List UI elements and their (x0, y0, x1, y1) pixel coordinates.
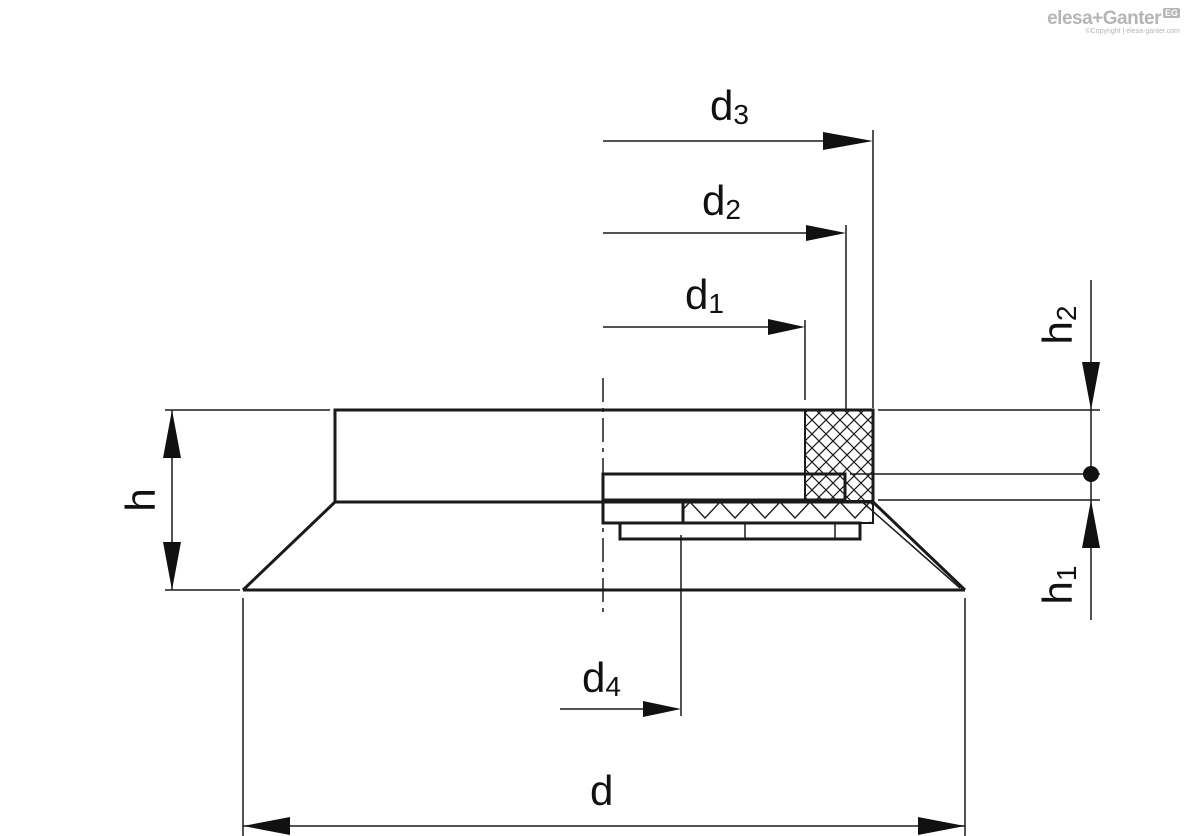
dim-d2 (603, 225, 846, 241)
label-h: h (117, 488, 164, 511)
vertical-hatch (804, 409, 874, 503)
dim-d4 (560, 701, 681, 717)
dim-d (243, 817, 965, 835)
cone-inner-edge (859, 499, 961, 589)
dim-d3 (603, 132, 873, 150)
label-d3: d3 (710, 82, 749, 130)
label-h1: h1 (1034, 566, 1082, 605)
brand-name: elesa+Ganter (1047, 8, 1161, 29)
brand-badge: EG (1162, 8, 1180, 18)
label-d: d (590, 767, 613, 814)
horizontal-hatch (682, 500, 874, 524)
dim-h2 (1082, 362, 1100, 482)
insert-section (601, 409, 874, 541)
label-d4: d4 (582, 654, 621, 702)
label-h2: h2 (1034, 306, 1082, 345)
cone-right-edge (871, 500, 967, 592)
dim-d1 (603, 319, 805, 335)
lower-rect-left (601, 499, 685, 525)
label-d2: d2 (702, 177, 741, 225)
extension-lines (165, 130, 1100, 836)
lower-plate (618, 521, 862, 541)
cone-left-edge (241, 500, 337, 592)
label-d1: d1 (685, 271, 724, 319)
dim-h (163, 410, 181, 590)
dim-h1 (1082, 500, 1100, 548)
brand-copyright: ©Copyright | elesa-ganter.com (1085, 28, 1180, 35)
